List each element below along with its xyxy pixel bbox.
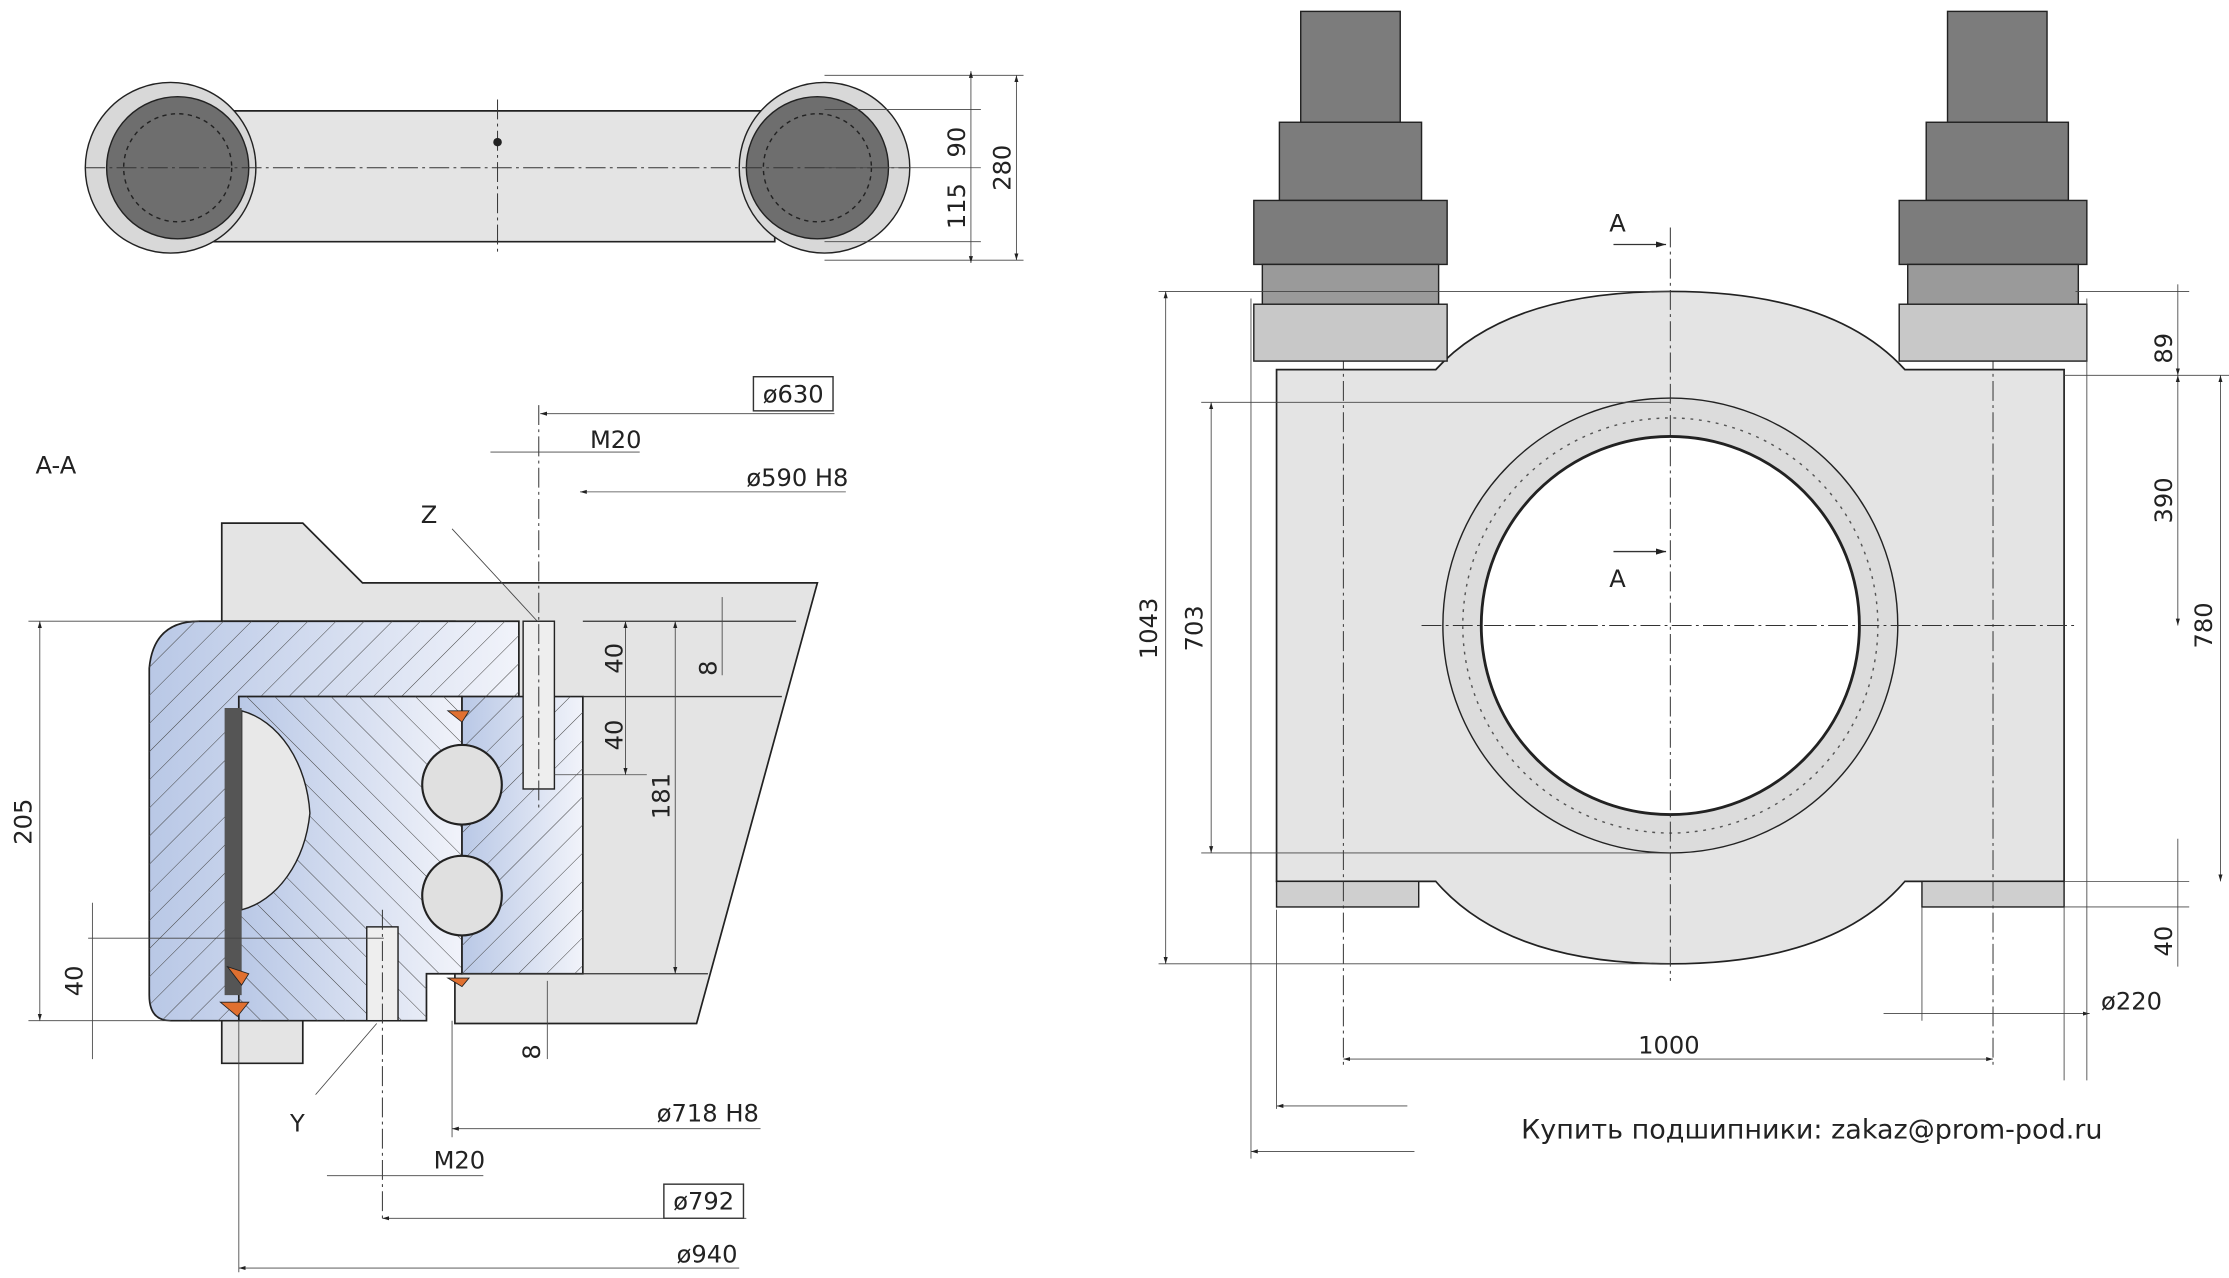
dim-115: 115: [943, 183, 971, 229]
section-title: A-A: [36, 451, 77, 479]
dim-780: 780: [2190, 602, 2218, 648]
section-mark-a-top: A: [1609, 210, 1626, 238]
section-mark-a-bottom: A: [1609, 565, 1626, 593]
contact-text: Купить подшипники: zakaz@prom-pod.ru: [1521, 1115, 2102, 1146]
dim-d630: ø630: [763, 380, 824, 408]
dim-89: 89: [2150, 333, 2178, 364]
dim-280: 280: [989, 145, 1017, 191]
dim-390: 390: [2150, 477, 2178, 523]
dim-40-a: 40: [601, 643, 629, 674]
dim-40: 40: [2150, 926, 2178, 957]
dim-40-left: 40: [60, 966, 88, 997]
dim-181: 181: [648, 773, 676, 819]
label-z: Z: [421, 501, 438, 529]
label-y: Y: [289, 1110, 305, 1138]
dim-d792: ø792: [673, 1188, 734, 1216]
section-a-a: A-A 205 40 40 40 181 8 8 ø630 M20 ø590 H…: [9, 376, 848, 1273]
dim-703: 703: [1181, 605, 1209, 651]
dim-1043: 1043: [1135, 598, 1163, 659]
dim-d220: ø220: [2101, 987, 2162, 1015]
dim-8-bottom: 8: [518, 1044, 546, 1059]
top-view: 90 115 280: [84, 71, 1024, 263]
right-motor: [1898, 10, 2088, 362]
front-view: A A 1043 703 89 390 780 40 ø220 1000: [1135, 10, 2229, 1159]
dim-d940: ø940: [677, 1240, 738, 1268]
dim-d590: ø590 H8: [746, 464, 848, 492]
dim-1000: 1000: [1638, 1031, 1699, 1059]
dim-90: 90: [943, 127, 971, 158]
dim-d718: ø718 H8: [657, 1100, 759, 1128]
dim-m20-top: M20: [590, 426, 642, 454]
dim-8-top: 8: [694, 660, 722, 675]
left-motor: [1253, 10, 1448, 362]
dim-40-b: 40: [601, 720, 629, 751]
dim-m20-bottom: M20: [434, 1147, 486, 1175]
dim-205: 205: [9, 799, 37, 845]
